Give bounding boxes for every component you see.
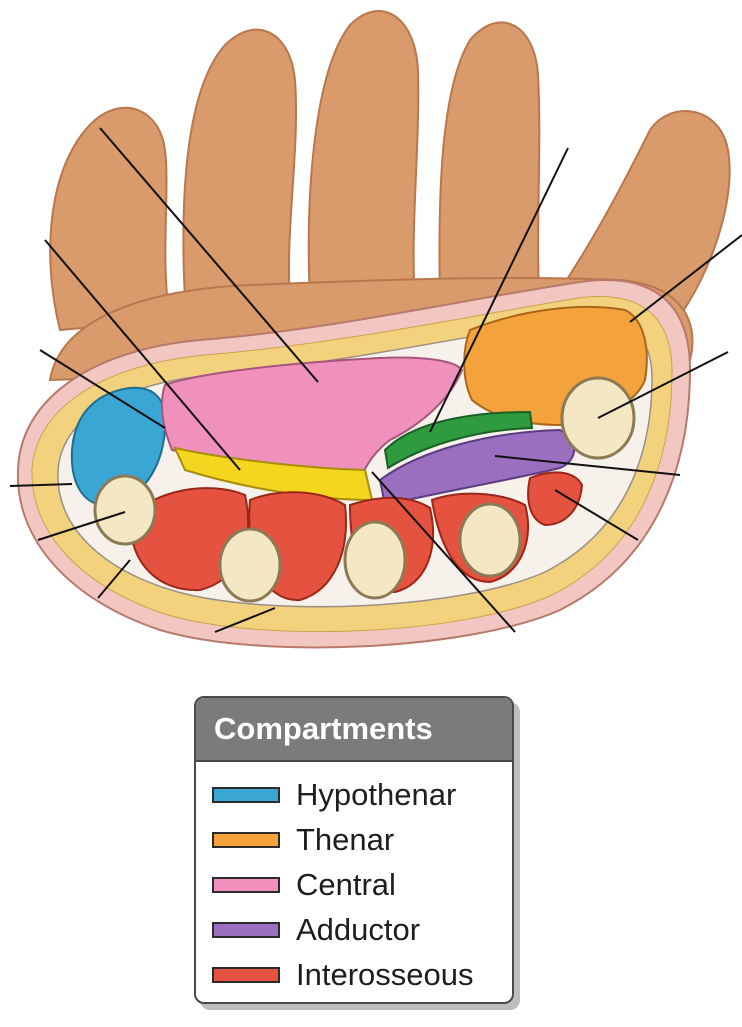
little-finger [49,106,172,332]
leader-line-12 [554,489,639,541]
legend-item-hypothenar: Hypothenar [212,772,512,817]
legend-swatch-interosseous [212,966,280,983]
legend-label-thenar: Thenar [296,821,395,857]
leader-line-1 [99,127,319,383]
leader-line-11 [494,455,681,476]
leader-line-6 [97,559,131,599]
leader-line-13 [371,471,516,633]
legend-item-central: Central [212,862,512,907]
legend-list: Hypothenar Thenar Central Adductor Inter… [196,762,512,997]
legend-swatch-adductor [212,921,280,938]
legend-item-adductor: Adductor [212,907,512,952]
lumbrical-green-muscle [383,410,534,470]
leader-lines [9,127,742,633]
leader-line-3 [39,349,166,429]
leader-line-5 [37,511,126,541]
leader-line-7 [214,607,276,633]
legend-swatch-hypothenar [212,786,280,803]
legend-title: Compartments [196,698,512,762]
index-finger [438,21,542,312]
leader-line-10 [597,351,729,419]
compartments-legend: Compartments Hypothenar Thenar Central A… [194,696,514,1004]
legend-label-adductor: Adductor [296,911,421,947]
metacarpal-bones [93,376,636,603]
metacarpal-bone-5 [93,474,157,546]
adductor-compartment [378,428,576,507]
ring-finger [182,28,298,301]
leader-line-4 [9,483,73,487]
legend-swatch-central [212,876,280,893]
middle-finger [307,10,420,301]
leader-line-9 [629,234,742,323]
legend-item-interosseous: Interosseous [212,952,512,997]
metacarpal-bone-4 [218,527,282,603]
leader-line-2 [44,239,241,471]
leader-line-8 [429,147,569,433]
legend-item-thenar: Thenar [212,817,512,862]
legend-label-interosseous: Interosseous [296,956,474,992]
legend-label-hypothenar: Hypothenar [296,776,457,812]
legend-swatch-thenar [212,831,280,848]
metacarpal-bone-2 [458,502,522,578]
legend-label-central: Central [296,866,396,902]
metacarpal-bone-3 [343,520,407,600]
interosseous-muscle-5 [527,471,584,527]
hand-cross-section-illustration [9,10,742,649]
